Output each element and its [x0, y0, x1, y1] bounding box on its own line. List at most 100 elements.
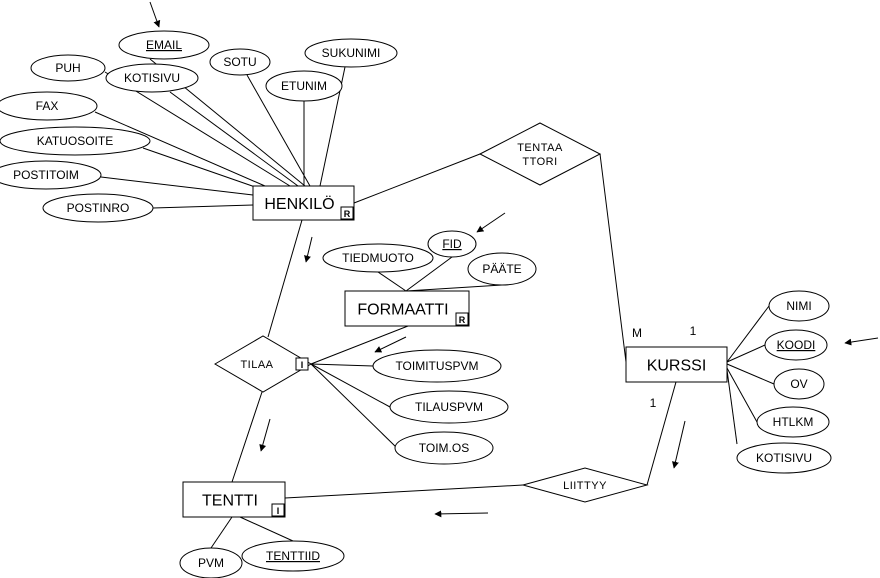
attribute-pvm: PVM	[179, 547, 243, 578]
attribute-kotisivu-k: KOTISIVU	[736, 442, 832, 474]
entity-label: KURSSI	[647, 358, 707, 375]
pointer-arrow	[672, 420, 686, 469]
entity-flag-box	[271, 503, 285, 517]
attribute-label: TIEDMUOTO	[342, 251, 414, 265]
connector-line	[726, 344, 766, 363]
connector-line	[726, 305, 770, 363]
entity-formaatti: FORMAATTI R	[344, 290, 470, 327]
relationship-label: TENTAA	[517, 142, 563, 154]
attribute-label: KOTISIVU	[124, 71, 180, 85]
connector-line	[284, 484, 524, 499]
attribute-sukunimi: SUKUNIMI	[304, 38, 398, 68]
connector-line	[726, 363, 775, 385]
connector-line	[646, 381, 677, 486]
attribute-ellipse	[179, 547, 243, 578]
cardinality-label: 1	[650, 396, 657, 410]
connector-line	[599, 153, 627, 363]
attribute-label: TENTTIID	[266, 549, 320, 563]
attribute-ellipse	[304, 38, 398, 68]
attribute-label: POSTITOIM	[13, 168, 79, 182]
cardinality-labels: M 1 1	[632, 324, 697, 410]
relationship-diamond	[214, 335, 312, 393]
entity-label: TENTTI	[202, 493, 258, 510]
attribute-label: TOIM.OS	[419, 441, 469, 455]
connector-line	[310, 363, 374, 367]
diagram-nodes: EMAILSOTUSUKUNIMIPUHKOTISIVUETUNIMFAXKAT…	[0, 30, 832, 578]
pointer-arrow	[434, 510, 489, 518]
attribute-label: SUKUNIMI	[322, 46, 381, 60]
connector-lines	[94, 58, 775, 549]
attribute-htlkm: HTLKM	[756, 406, 830, 438]
attribute-label: PUH	[55, 61, 80, 75]
attribute-ellipse	[0, 126, 151, 156]
connector-line	[267, 219, 303, 338]
attribute-fid: FID	[427, 230, 477, 258]
attribute-puh: PUH	[30, 54, 106, 82]
entity-label: FORMAATTI	[357, 302, 448, 319]
entity-box	[625, 346, 728, 383]
attribute-ov: OV	[773, 368, 825, 400]
attribute-postitoim: POSTITOIM	[0, 160, 102, 190]
entity-tentti: TENTTI I	[182, 481, 286, 518]
attribute-label: KOODI	[777, 338, 816, 352]
attribute-ellipse	[372, 349, 502, 383]
attribute-ellipse	[394, 431, 494, 465]
connector-line	[310, 363, 398, 449]
attribute-ellipse	[736, 442, 832, 474]
attribute-postinro: POSTINRO	[42, 193, 154, 223]
attribute-ellipse	[0, 160, 102, 190]
entity-box	[252, 185, 355, 221]
relationship-flag: I	[301, 360, 304, 370]
attribute-ellipse	[467, 252, 537, 286]
attribute-sotu: SOTU	[209, 48, 271, 76]
connector-line	[169, 91, 299, 187]
connector-line	[231, 391, 263, 483]
relationship-tilaa: TILAA I	[214, 335, 312, 393]
attribute-label: TILAUSPVM	[415, 400, 483, 414]
relationship-liittyy: LIITTYY	[521, 467, 649, 503]
entity-label: HENKILÖ	[264, 195, 334, 213]
connector-line	[310, 325, 409, 365]
attribute-kotisivu-h: KOTISIVU	[105, 63, 199, 93]
pointer-arrows	[149, 1, 879, 518]
attribute-label: NIMI	[786, 299, 811, 313]
connector-line	[210, 516, 233, 549]
connector-line	[377, 271, 407, 292]
attribute-label: EMAIL	[146, 38, 182, 52]
attribute-label: FID	[442, 237, 462, 251]
relationship-label: TILAA	[240, 359, 273, 371]
entity-box	[344, 290, 470, 327]
cardinality-label: M	[632, 326, 642, 340]
attribute-paate: PÄÄTE	[467, 252, 537, 286]
connector-line	[142, 147, 259, 189]
entity-flag: I	[277, 506, 280, 516]
entity-flag: R	[459, 315, 466, 325]
connector-line	[246, 74, 311, 187]
entity-flag-box	[340, 206, 354, 220]
attribute-katuosoite: KATUOSOITE	[0, 126, 151, 156]
attribute-ellipse	[209, 48, 271, 76]
attribute-label: POSTINRO	[67, 201, 130, 215]
attribute-ellipse	[389, 390, 509, 424]
attribute-ellipse	[756, 406, 830, 438]
attribute-ellipse	[764, 329, 828, 361]
attribute-ellipse	[105, 63, 199, 93]
entity-flag-box	[455, 312, 469, 326]
pointer-arrow	[304, 236, 313, 263]
attribute-label: SOTU	[223, 55, 256, 69]
attribute-ellipse	[427, 230, 477, 258]
relationship-diamond	[521, 467, 649, 503]
pointer-arrow	[149, 1, 161, 28]
cardinality-label: 1	[690, 324, 697, 338]
attribute-label: ETUNIM	[281, 79, 327, 93]
connector-line	[726, 367, 758, 423]
attribute-ellipse	[773, 368, 825, 400]
relationship-label: TTORI	[522, 156, 557, 168]
attribute-label: HTLKM	[773, 415, 814, 429]
connector-line	[726, 369, 738, 445]
connector-line	[100, 176, 254, 196]
attribute-ellipse	[0, 91, 98, 121]
attribute-label: PÄÄTE	[482, 262, 521, 276]
attribute-label: KOTISIVU	[756, 451, 812, 465]
